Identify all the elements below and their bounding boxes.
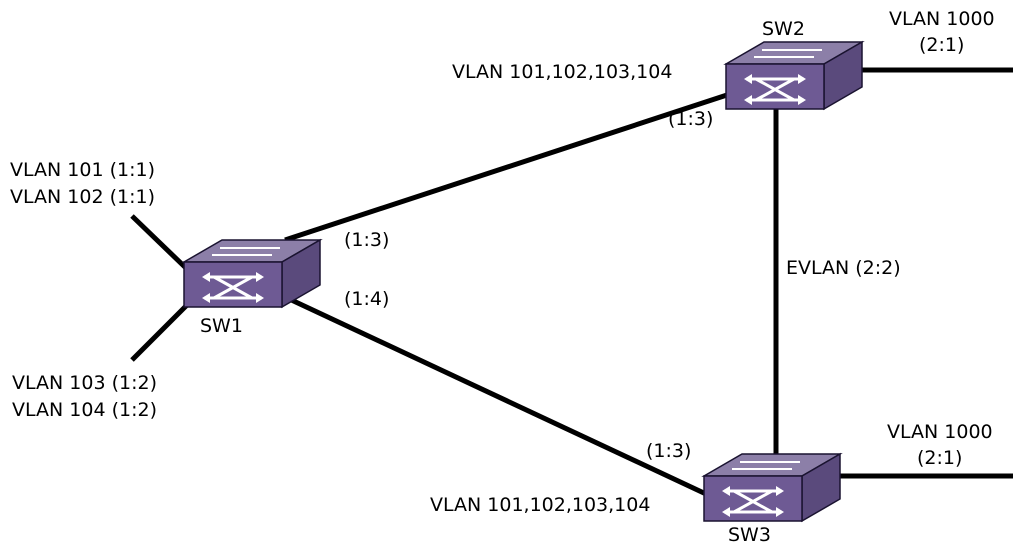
vlan-label-104: VLAN 104 (1:2) bbox=[12, 399, 157, 421]
link-sw1-access-upper bbox=[130, 214, 190, 272]
switch-label-sw3: SW3 bbox=[728, 524, 771, 545]
switch-front bbox=[725, 63, 825, 110]
uplink-port-label-sw2: (2:1) bbox=[919, 34, 964, 56]
link-sw1-sw2 bbox=[284, 91, 731, 243]
uplink-port-label-sw3: (2:1) bbox=[917, 447, 962, 469]
port-label-sw2-to-sw1: (1:3) bbox=[668, 108, 713, 130]
switch-sw3[interactable] bbox=[701, 452, 843, 523]
switch-sw2[interactable] bbox=[723, 40, 865, 111]
switch-front bbox=[183, 261, 283, 308]
port-label-sw1-to-sw2: (1:3) bbox=[344, 229, 389, 251]
uplink-vlan-label-sw3: VLAN 1000 bbox=[887, 421, 993, 443]
switch-label-sw1: SW1 bbox=[200, 315, 243, 337]
port-label-sw1-to-sw3: (1:4) bbox=[344, 288, 389, 310]
trunk-vlans-label-sw2: VLAN 101,102,103,104 bbox=[452, 61, 672, 83]
switch-sw1[interactable] bbox=[181, 238, 323, 309]
vlan-label-103: VLAN 103 (1:2) bbox=[12, 372, 157, 394]
trunk-vlans-label-sw3: VLAN 101,102,103,104 bbox=[430, 494, 650, 516]
vlan-label-101: VLAN 101 (1:1) bbox=[10, 159, 155, 181]
switch-label-sw2: SW2 bbox=[762, 18, 805, 40]
switch-front bbox=[703, 475, 803, 522]
links bbox=[130, 67, 1013, 497]
link-sw1-sw3 bbox=[283, 294, 708, 497]
port-label-sw3-to-sw1: (1:3) bbox=[646, 440, 691, 462]
vlan-label-102: VLAN 102 (1:1) bbox=[10, 186, 155, 208]
evlan-label: EVLAN (2:2) bbox=[786, 257, 901, 279]
uplink-vlan-label-sw2: VLAN 1000 bbox=[889, 8, 995, 30]
link-sw1-access-lower bbox=[130, 302, 190, 362]
